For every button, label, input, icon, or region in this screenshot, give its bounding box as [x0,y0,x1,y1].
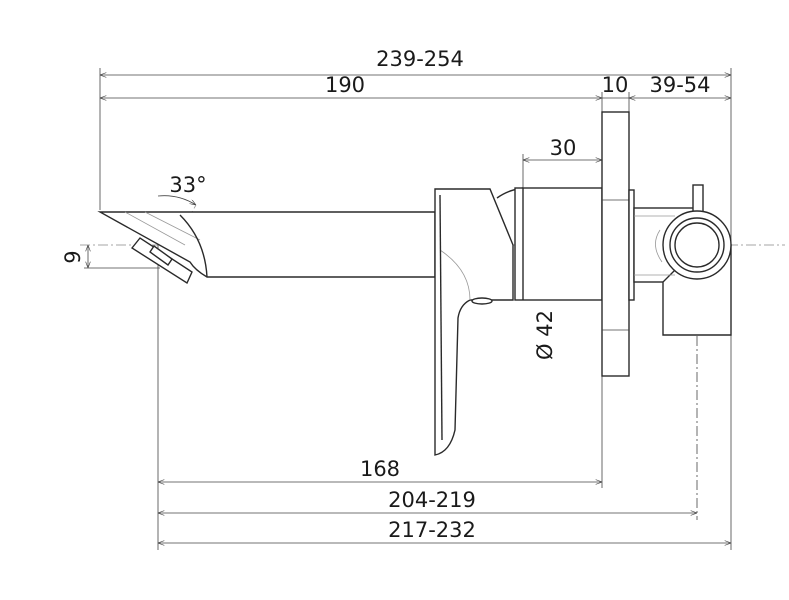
extension-lines [84,68,732,550]
dim-spout-length: 190 [325,73,365,97]
aerator [130,237,193,285]
dim-aerator-offset: 9 [61,250,85,263]
wall-flange [601,111,630,377]
dim-aerator-to-center: 204-219 [388,488,476,512]
in-wall-valve [628,184,732,336]
dim-cylinder-diameter: Ø 42 [533,310,557,360]
dimension-lines [88,75,731,543]
dim-aerator-to-back: 217-232 [388,518,476,542]
handle-lever[interactable] [439,194,443,441]
dim-flange-thickness: 10 [602,73,629,97]
dim-spout-angle: 33° [169,173,206,197]
dim-handle-to-wall: 168 [360,457,400,481]
dim-overall-top: 239-254 [376,47,464,71]
dim-wall-depth: 39-54 [649,73,710,97]
mixer-body [434,187,524,456]
dim-cylinder-length: 30 [550,136,577,160]
spout [97,211,436,278]
cylinder [514,187,603,301]
